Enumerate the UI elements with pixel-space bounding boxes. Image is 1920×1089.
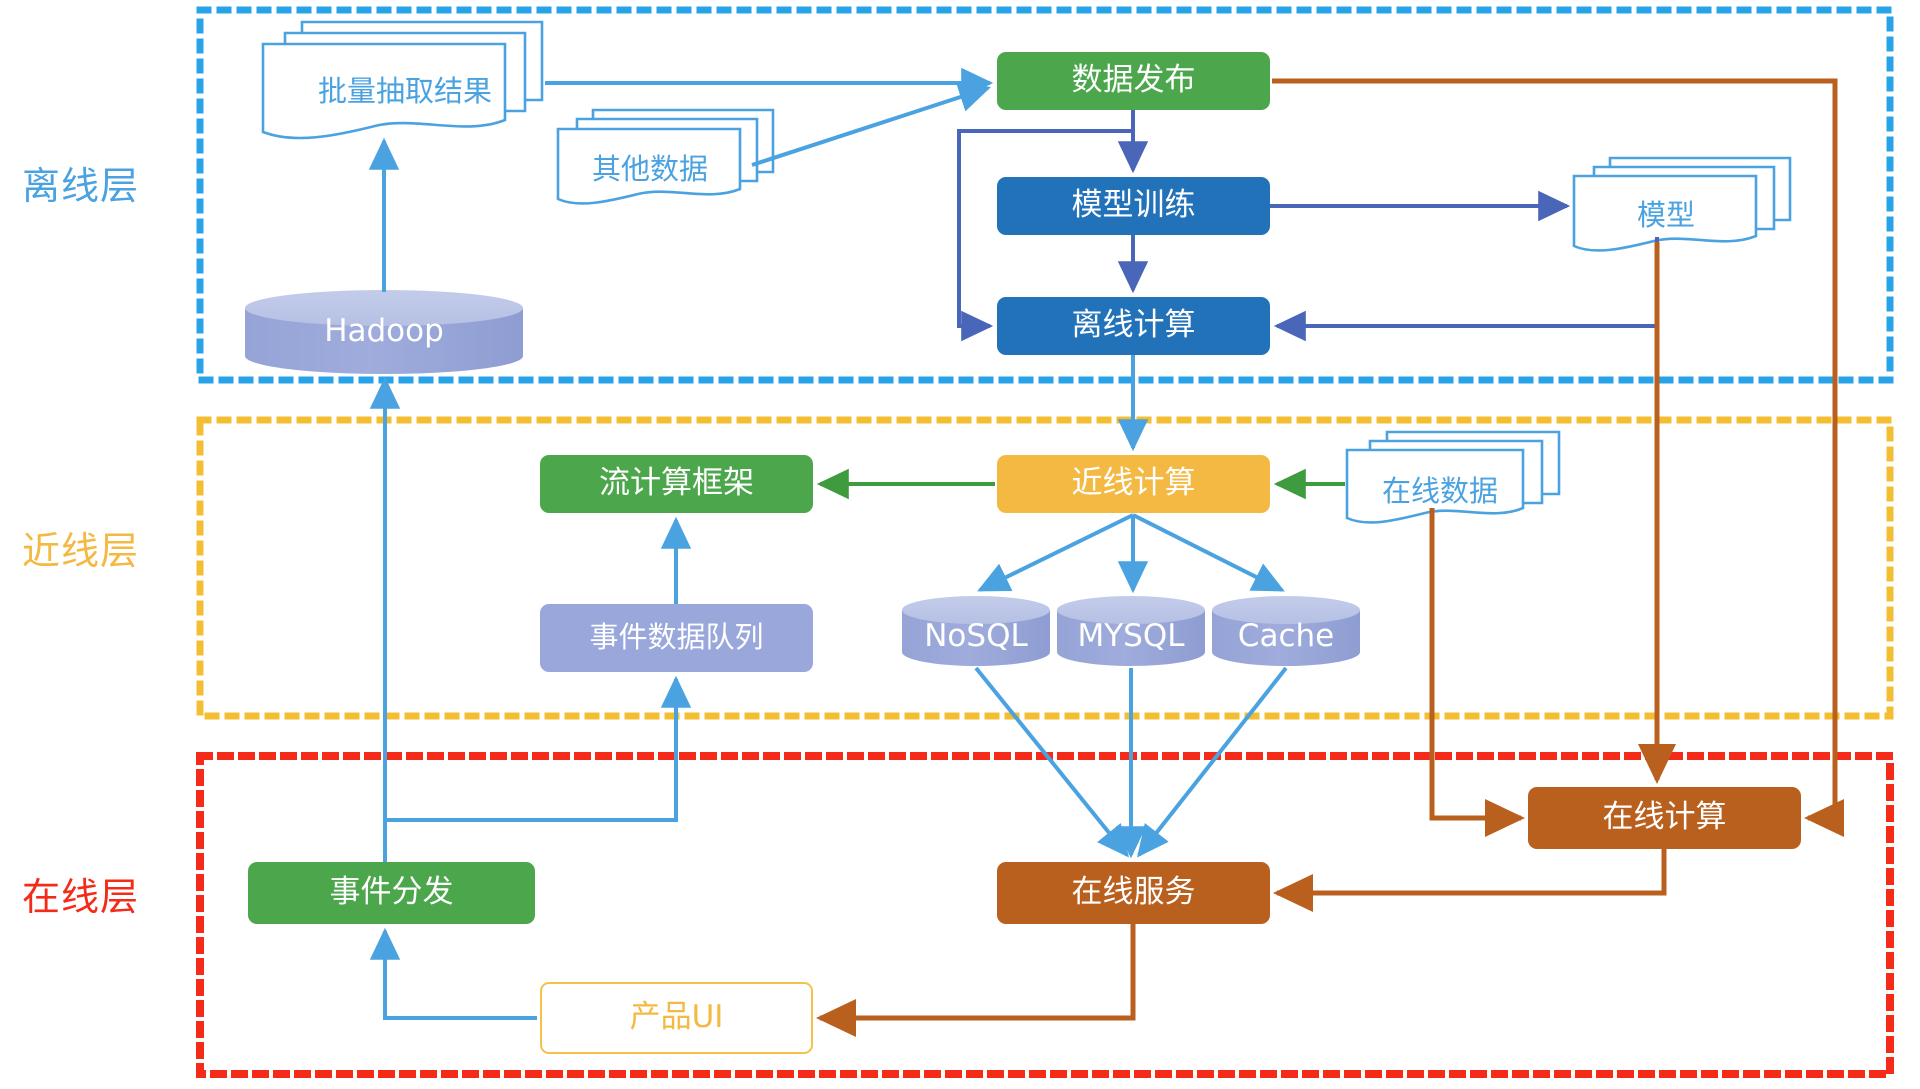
doc-shape-other-data [556,108,775,205]
node-label-product-ui: 产品UI [629,999,724,1036]
cyl-shape-cache [1212,596,1360,666]
online-layer-label: 在线层 [22,875,140,919]
edge-nosql-to-onlineservice [974,666,1130,858]
node-data-publish[interactable]: 数据发布 [997,52,1270,110]
cyl-shape-hadoop [245,290,523,374]
edge-onlinecompute-to-onlineservice [1272,849,1667,912]
doc-shape-online-data [1345,430,1561,524]
node-label-online-compute: 在线计算 [1602,799,1727,836]
node-event-dispatch[interactable]: 事件分发 [248,862,535,924]
node-label-stream-framework: 流计算框架 [599,465,754,502]
edge-nearlinecompute-to-nosql [977,513,1134,592]
edge-cache-to-onlineservice [1137,666,1288,858]
node-label-nearline-compute: 近线计算 [1071,465,1196,502]
edge-publish-to-offlinecompute [957,110,1135,342]
edge-nearlinecompute-to-cache [1132,513,1285,592]
layer-frame-offline [196,6,1894,384]
node-label-online-service: 在线服务 [1071,874,1196,911]
layer-frame-nearline [196,416,1894,720]
node-label-event-dispatch: 事件分发 [329,874,454,911]
offline-layer-label: 离线层 [22,164,140,208]
edge-productui-to-dispatch [369,927,537,1020]
cyl-shape-nosql [902,596,1050,666]
node-offline-compute[interactable]: 离线计算 [997,297,1270,355]
cyl-shape-mysql [1057,596,1205,666]
node-stream-framework[interactable]: 流计算框架 [540,455,813,513]
edge-onlinedata-to-onlinecompute [1429,508,1526,837]
node-event-queue[interactable]: 事件数据队列 [540,604,813,672]
node-online-service[interactable]: 在线服务 [997,862,1270,924]
node-label-data-publish: 数据发布 [1071,62,1196,99]
node-model-training[interactable]: 模型训练 [997,177,1270,235]
node-label-offline-compute: 离线计算 [1071,307,1196,344]
doc-shape-batch-extract-result [261,20,544,140]
node-online-compute[interactable]: 在线计算 [1528,787,1801,849]
nearline-layer-label: 近线层 [22,529,140,573]
edge-onlineservice-to-productui [815,924,1136,1037]
node-nearline-compute[interactable]: 近线计算 [997,455,1270,513]
edge-dispatch-to-eventqueue [385,675,692,822]
node-product-ui[interactable]: 产品UI [540,982,813,1054]
edge-otherdata-to-publish [751,82,992,167]
edge-publish-to-onlinecompute [1272,78,1844,837]
doc-shape-model [1572,156,1792,252]
node-label-event-queue: 事件数据队列 [589,620,764,655]
node-label-model-training: 模型训练 [1071,187,1196,224]
